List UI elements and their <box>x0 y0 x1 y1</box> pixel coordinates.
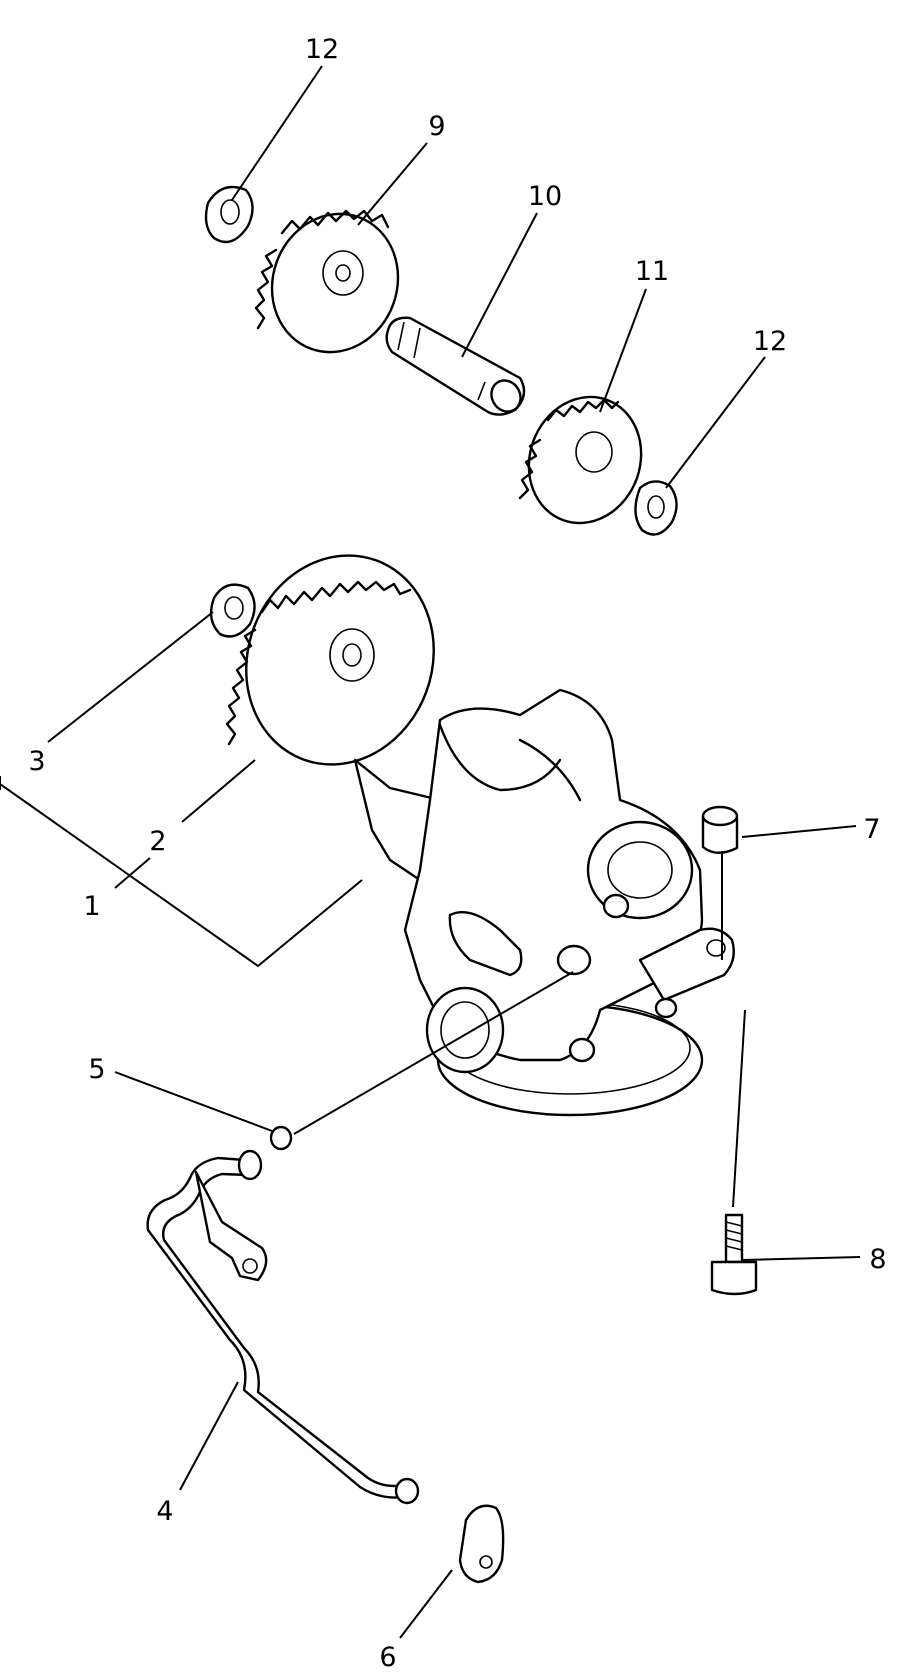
part-1-pump-body <box>353 688 735 1117</box>
callout-8: 8 <box>869 1244 886 1275</box>
part-9-gear <box>254 209 400 354</box>
part-12-circlip-upper <box>204 185 254 244</box>
part-11-gear <box>518 395 643 525</box>
part-8-bolt <box>710 1213 758 1296</box>
part-6-clamp <box>458 1504 505 1584</box>
leader-lines <box>0 65 861 1639</box>
callout-4: 4 <box>156 1496 173 1527</box>
part-4-oil-pipe <box>146 1149 420 1505</box>
callout-11: 11 <box>635 256 669 287</box>
callout-5: 5 <box>88 1054 105 1085</box>
callout-10: 10 <box>528 181 562 212</box>
callout-7: 7 <box>863 814 880 845</box>
callout-9: 9 <box>428 111 445 142</box>
part-10-shaft <box>385 316 526 416</box>
part-5-o-ring <box>269 1125 293 1151</box>
callout-12-lower: 12 <box>753 326 787 357</box>
callout-12-upper: 12 <box>305 34 339 65</box>
part-3-washer <box>209 583 256 638</box>
part-2-large-gear <box>225 554 435 766</box>
callout-2: 2 <box>149 826 166 857</box>
callout-1: 1 <box>83 891 100 922</box>
part-7-dowel <box>701 805 739 854</box>
callout-labels: 12 9 10 11 12 3 2 1 7 5 8 4 6 <box>28 34 886 1672</box>
callout-3: 3 <box>28 746 45 777</box>
callout-6: 6 <box>379 1642 396 1672</box>
part-12-circlip-lower <box>634 480 678 536</box>
